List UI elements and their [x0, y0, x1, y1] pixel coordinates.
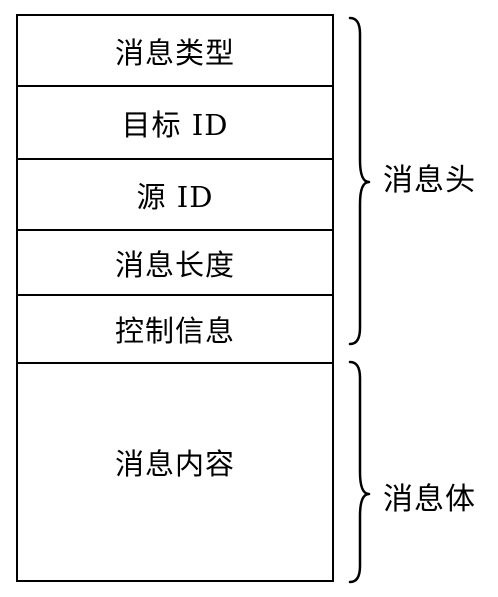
field-target-id: 目标 ID	[18, 87, 332, 160]
field-message-length: 消息长度	[18, 231, 332, 296]
header-brace	[348, 16, 371, 346]
field-control-info: 控制信息	[18, 296, 332, 364]
field-message-type: 消息类型	[18, 16, 332, 87]
message-structure: 消息类型 目标 ID 源 ID 消息长度 控制信息 消息内容	[16, 14, 334, 582]
header-group-label: 消息头	[383, 163, 476, 198]
group-braces	[348, 16, 371, 584]
field-source-id: 源 ID	[18, 160, 332, 231]
field-message-content: 消息内容	[114, 447, 235, 481]
body-brace	[348, 360, 371, 584]
body-group-label: 消息体	[383, 482, 476, 517]
